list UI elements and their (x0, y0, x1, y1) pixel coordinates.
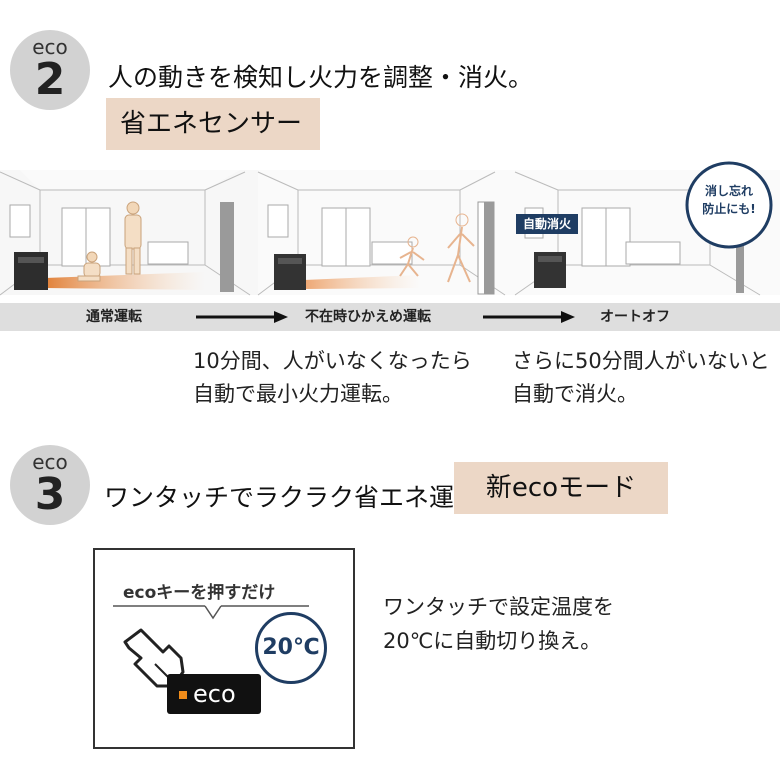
reminder-line-1: 消し忘れ (704, 184, 753, 198)
scene-away-room (257, 170, 508, 296)
reminder-line-2: 防止にも! (702, 202, 756, 216)
step-normal: 通常運転 (86, 309, 142, 325)
eco3-headline: ワンタッチでラクラク省エネ運転。 (104, 483, 505, 512)
bubble-pointer (113, 605, 309, 620)
eco2-desc-left-line1: 10分間、人がいなくなったら (193, 349, 472, 373)
eco3-feature-tag: 新ecoモード (454, 462, 668, 514)
eco2-badge: eco 2 (10, 30, 90, 110)
eco2-desc-right: さらに50分間人がいないと 自動で消火。 (512, 345, 770, 411)
eco2-badge-number: 2 (34, 54, 66, 105)
bubble-text: ecoキーを押すだけ (123, 583, 276, 603)
sensor-illustration (0, 161, 780, 296)
eco3-desc: ワンタッチで設定温度を 20℃に自動切り換え。 (383, 590, 614, 658)
eco3-desc-line1: ワンタッチで設定温度を (383, 595, 614, 619)
eco2-feature-tag: 省エネセンサー (106, 98, 320, 150)
eco2-desc-left-line2: 自動で最小火力運転。 (193, 382, 403, 406)
step-auto-off: オートオフ (600, 309, 670, 325)
eco2-desc-left: 10分間、人がいなくなったら 自動で最小火力運転。 (193, 345, 472, 411)
eco-key-button[interactable]: eco (167, 674, 261, 714)
eco3-badge-number: 3 (34, 469, 66, 520)
eco2-desc-right-line2: 自動で消火。 (512, 382, 638, 406)
scene-normal-room (0, 170, 258, 296)
eco3-badge-label: eco (32, 450, 68, 474)
arrow-right-icon (483, 311, 575, 323)
eco3-desc-line2: 20℃に自動切り換え。 (383, 629, 602, 653)
eco2-desc-right-line1: さらに50分間人がいないと (512, 349, 770, 373)
temp-indicator: 20℃ (255, 612, 327, 684)
eco2-headline: 人の動きを検知し火力を調整・消火。 (108, 63, 534, 92)
eco-key-indicator (179, 691, 187, 699)
eco3-badge: eco 3 (10, 445, 90, 525)
mode-strip (0, 303, 780, 331)
eco-key-label: eco (193, 680, 236, 708)
step-away: 不在時ひかえめ運転 (305, 309, 431, 325)
reminder-bubble: 消し忘れ 防止にも! (692, 182, 766, 218)
eco-key-panel: ecoキーを押すだけ 20℃ eco (93, 548, 355, 749)
arrow-right-icon (196, 311, 288, 323)
auto-off-label: 自動消火 (516, 214, 578, 234)
eco2-badge-label: eco (32, 35, 68, 59)
